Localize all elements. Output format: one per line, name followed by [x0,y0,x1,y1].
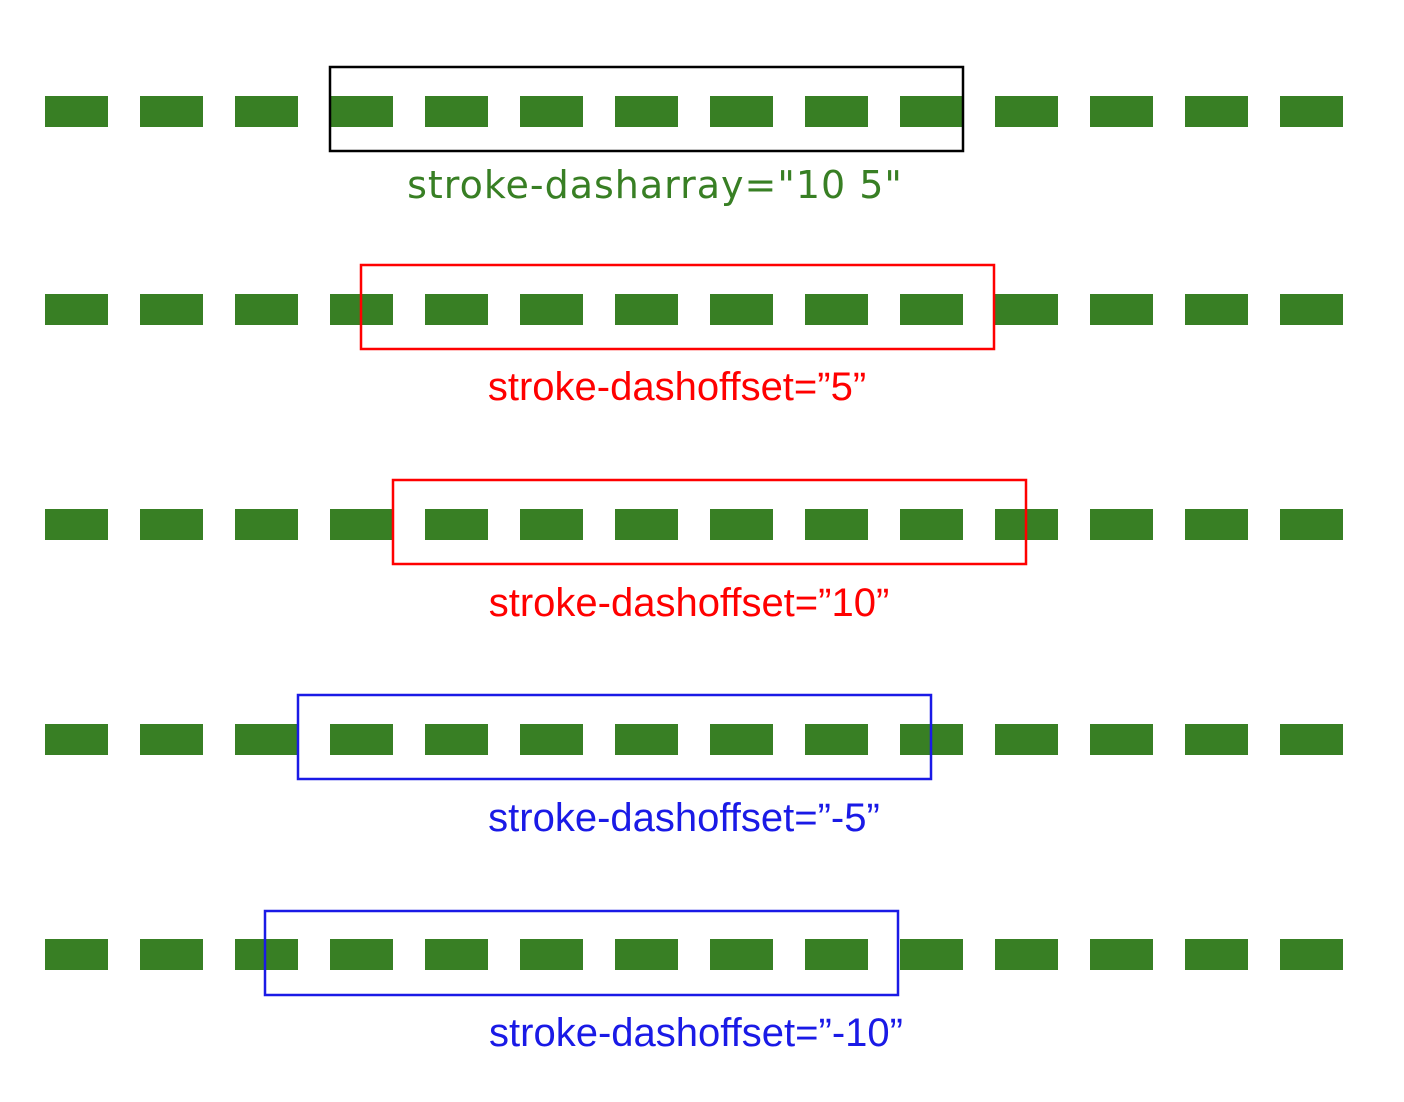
dash-segment [710,96,773,127]
dash-segment [520,294,583,325]
dash-segment [425,96,488,127]
dash-segment [425,294,488,325]
dash-segment [1090,294,1153,325]
dash-line [45,509,1343,540]
dash-segment [805,509,868,540]
dash-segment [45,939,108,970]
dash-segment [235,96,298,127]
dash-segment [900,939,963,970]
caption-dashoffset-5: stroke-dashoffset=”5” [488,365,866,409]
dash-segment [140,96,203,127]
caption-dasharray: stroke-dasharray="10 5" [407,163,903,207]
dash-segment [805,294,868,325]
dash-segment [710,939,773,970]
dash-segment [45,96,108,127]
dash-segment [900,294,963,325]
dash-segment [45,509,108,540]
dash-segment [710,724,773,755]
dash-segment [425,724,488,755]
dash-line [45,294,1343,325]
dash-line [45,939,1343,970]
dash-segment [1185,294,1248,325]
dash-segment [330,509,393,540]
dash-segment [805,939,868,970]
dash-segment [1090,509,1153,540]
caption-dashoffset-neg5: stroke-dashoffset=”-5” [488,796,880,840]
dash-segment [1090,724,1153,755]
dash-segment [235,294,298,325]
dash-segment [805,96,868,127]
dash-segment [425,509,488,540]
dash-segment [1185,724,1248,755]
dash-segment [520,939,583,970]
dash-segment [995,294,1058,325]
row-dashoffset-neg5: stroke-dashoffset=”-5” [45,693,1343,840]
frame-box [328,65,965,153]
dash-segment [1280,724,1343,755]
frame-box [359,263,996,351]
dash-segment [140,939,203,970]
dash-segment [615,724,678,755]
dash-segment [1185,939,1248,970]
dash-segment [1090,939,1153,970]
row-dasharray: stroke-dasharray="10 5" [45,65,1343,207]
dash-segment [520,96,583,127]
frame-box [391,478,1028,566]
dash-segment [995,724,1058,755]
dash-segment [1185,96,1248,127]
dash-segment [330,939,393,970]
dash-segment [425,939,488,970]
dash-segment [615,294,678,325]
dash-segment [1280,96,1343,127]
dash-segment [900,96,963,127]
dash-segment [235,509,298,540]
dash-segment [1280,939,1343,970]
row-dashoffset-10: stroke-dashoffset=”10” [45,478,1343,625]
caption-dashoffset-10: stroke-dashoffset=”10” [489,581,890,625]
dash-segment [235,939,298,970]
dash-line [45,724,1343,755]
dash-segment [140,509,203,540]
row-dashoffset-5: stroke-dashoffset=”5” [45,263,1343,409]
dash-segment [330,96,393,127]
dash-segment [235,724,298,755]
frame-box [263,909,900,997]
dash-segment [45,294,108,325]
dash-segment [140,724,203,755]
dash-segment [710,294,773,325]
dash-segment [710,509,773,540]
dash-segment [615,509,678,540]
dash-segment [1185,509,1248,540]
dash-segment [805,724,868,755]
dash-segment [1280,509,1343,540]
caption-dashoffset-neg10: stroke-dashoffset=”-10” [489,1011,903,1055]
dash-segment [1280,294,1343,325]
dash-segment [520,724,583,755]
dash-segment [1090,96,1153,127]
dash-segment [615,96,678,127]
dash-segment [900,509,963,540]
frame-box [296,693,933,781]
dash-segment [45,724,108,755]
dash-segment [520,509,583,540]
dash-segment [995,96,1058,127]
dash-line [45,96,1343,127]
dash-segment [330,724,393,755]
row-dashoffset-neg10: stroke-dashoffset=”-10” [45,909,1343,1055]
dash-segment [615,939,678,970]
dash-segment [995,939,1058,970]
dash-segment [140,294,203,325]
